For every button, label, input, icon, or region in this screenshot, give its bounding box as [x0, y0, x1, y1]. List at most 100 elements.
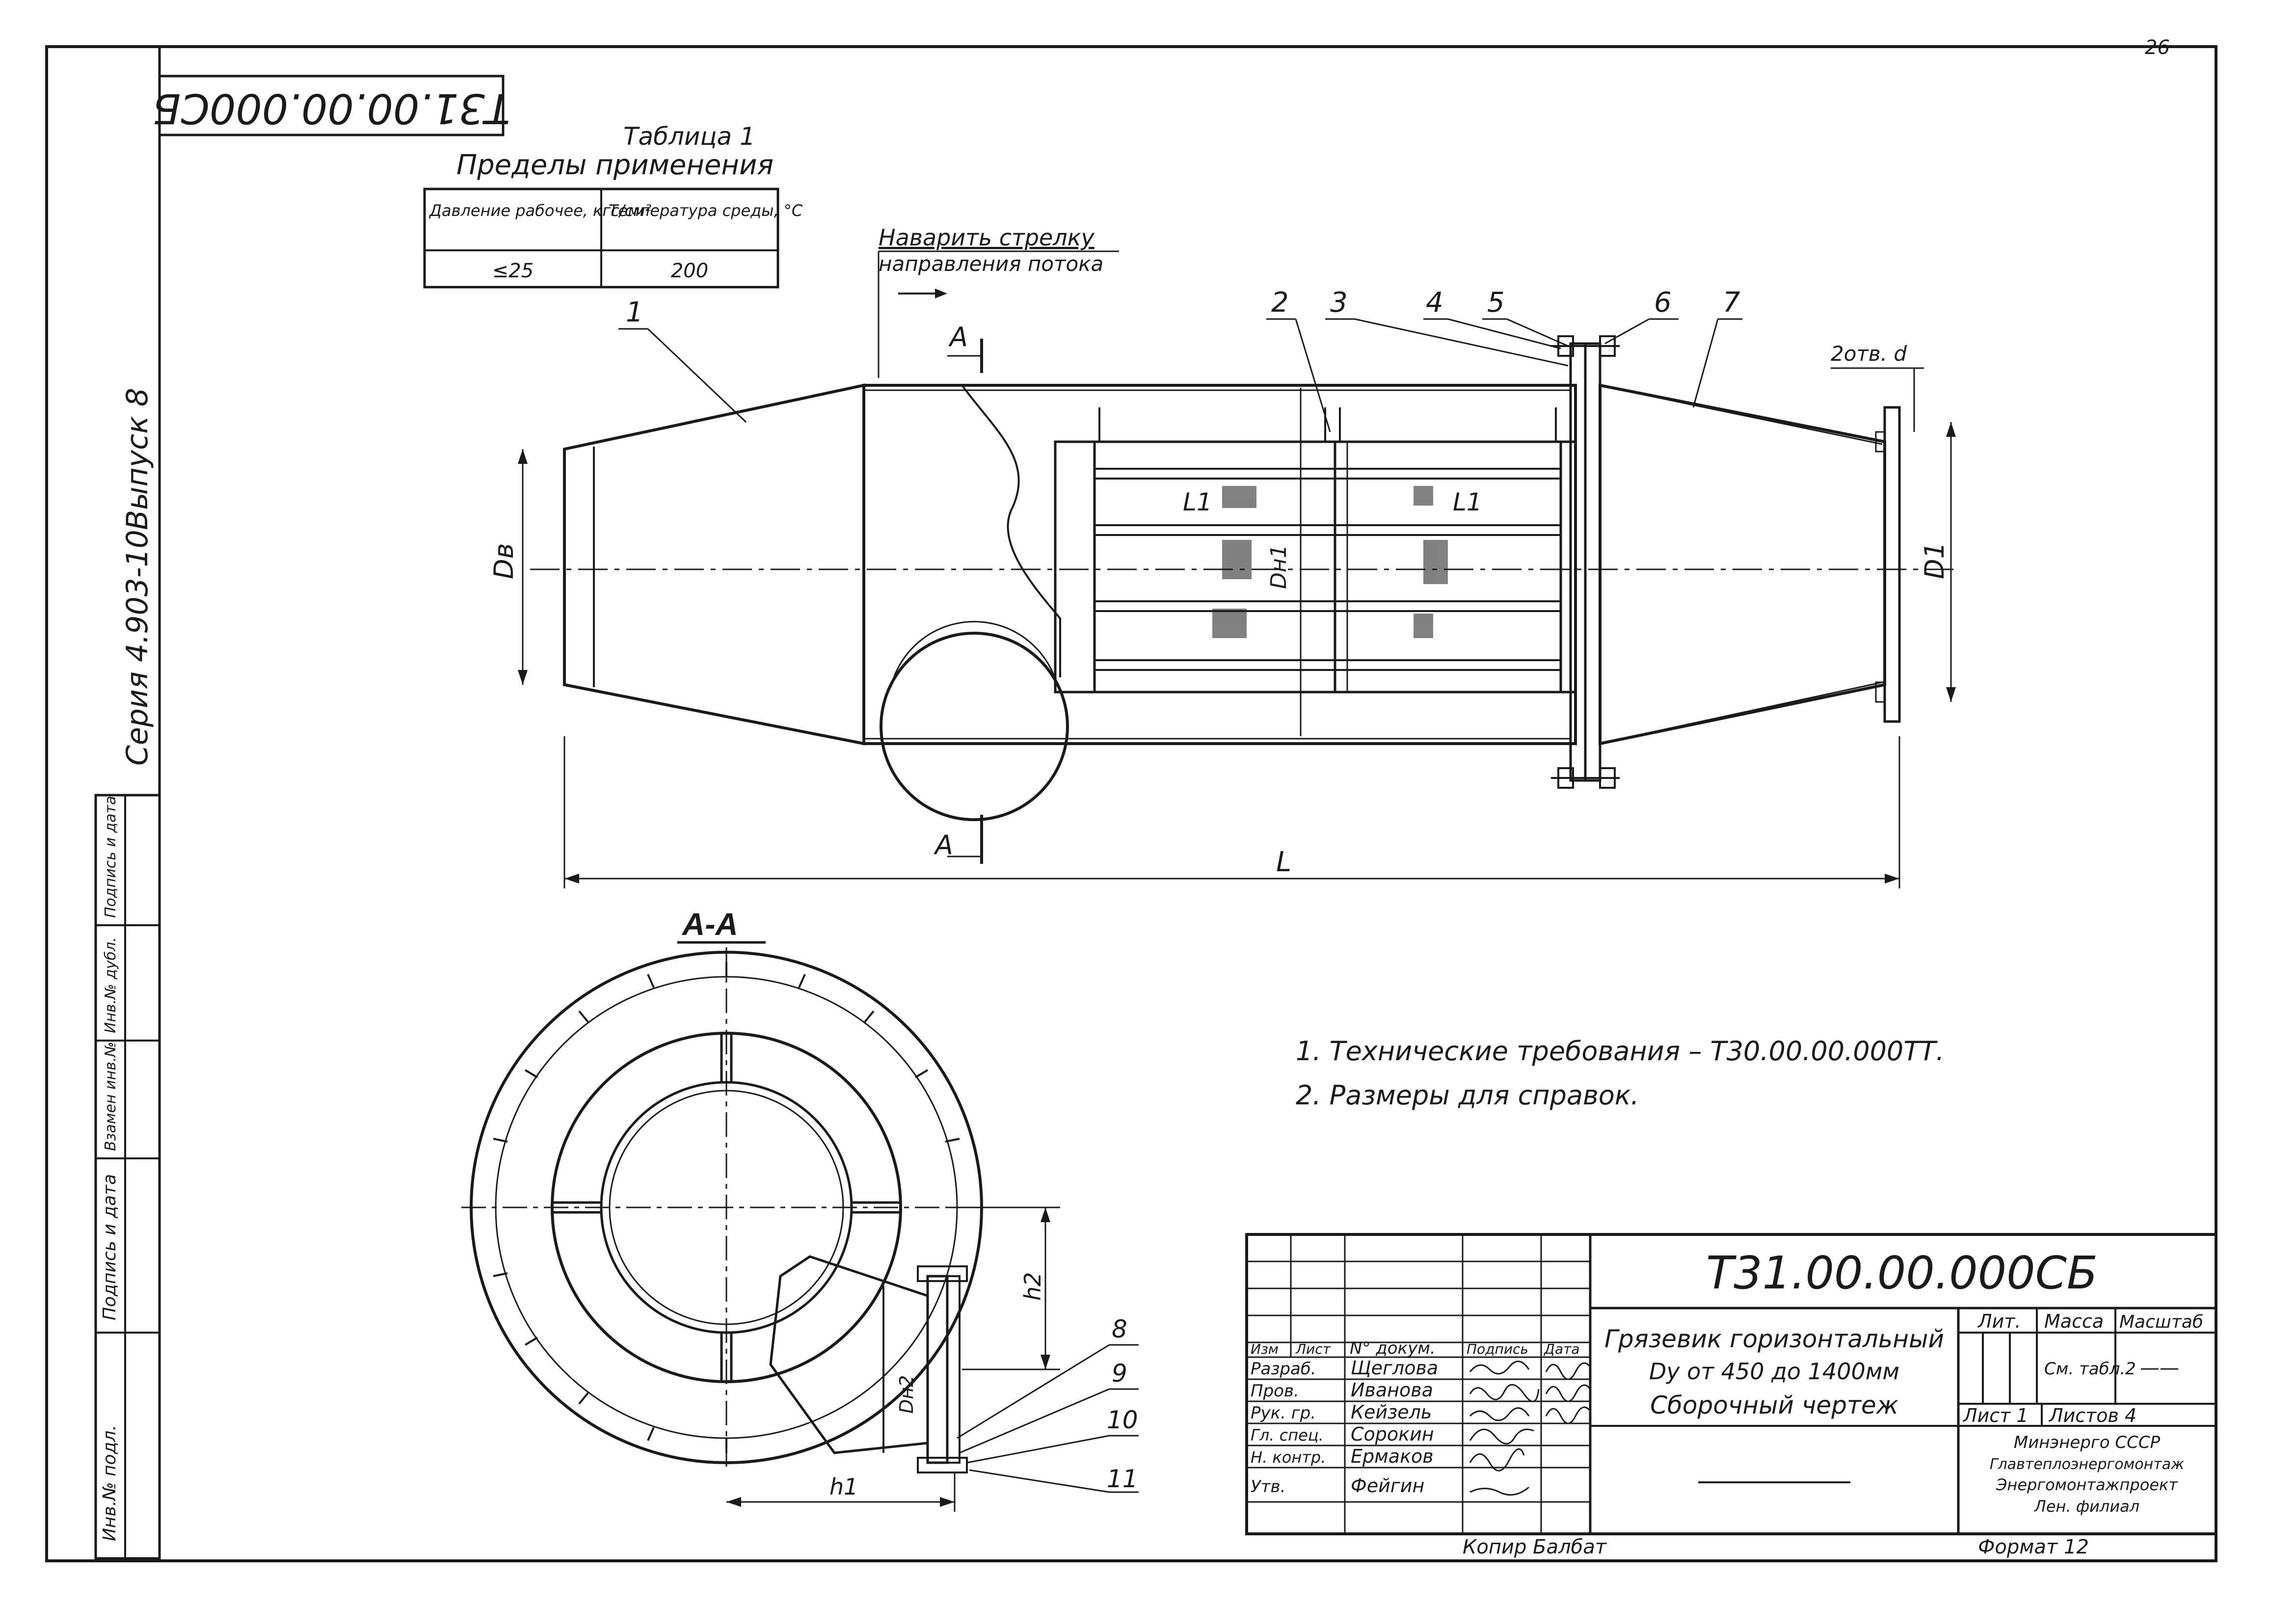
tb-scale-value: ——: [2140, 1357, 2179, 1379]
callout-11: 11: [1107, 1465, 1138, 1493]
sheet-frame: [45, 45, 2217, 1562]
tb-doc-code: Т31.00.00.000СБ: [1706, 1247, 2098, 1299]
section-callout-lines: [957, 1344, 1139, 1493]
flow-note-line1: Наварить стрелку: [879, 224, 1095, 251]
tb-name-5: Ермаков: [1351, 1445, 1434, 1467]
dim-l: L: [1276, 846, 1291, 878]
main-callouts: 1 2 3 4 5 6 7: [618, 287, 1742, 432]
notes: 1. Технические требования – Т30.00.00.00…: [1296, 1036, 1944, 1111]
table1-cell-temp: 200: [671, 260, 708, 282]
tb-sheets: Листов 4: [2048, 1405, 2136, 1426]
dim-l1-right: L1: [1453, 488, 1482, 516]
tb-role-razrab: Разраб.: [1251, 1359, 1316, 1379]
tb-role-glspec: Гл. спец.: [1251, 1426, 1324, 1445]
outlet-flange: [1883, 406, 1901, 723]
tb-role-utv: Утв.: [1251, 1477, 1285, 1497]
dim-h2: h2: [1019, 1272, 1046, 1301]
strip-inv-dubl: Инв.№ дубл.: [102, 937, 119, 1033]
section-mark-top: А: [948, 321, 968, 352]
dim-d1: D1: [1919, 542, 1950, 579]
signatures: [1469, 1361, 1591, 1496]
outlet-cone: [1599, 383, 1886, 746]
callout-2: 2: [1271, 287, 1289, 319]
tb-org-3: Энергомонтажпроект: [1996, 1475, 2178, 1494]
note-2: 2. Размеры для справок.: [1296, 1080, 1639, 1111]
table1-header-pressure: Давление рабочее, кгс/см²: [428, 201, 651, 220]
dim-h1: h1: [829, 1473, 858, 1500]
tb-title-line2: Dy от 450 до 1400мм: [1649, 1358, 1899, 1385]
flow-note-line2: направления потока: [879, 252, 1103, 276]
tb-title-line3: Сборочный чертеж: [1650, 1391, 1898, 1419]
tb-col-sign: Подпись: [1467, 1341, 1528, 1357]
series-label: Серия 4.903-10: [120, 530, 155, 766]
tb-col-doc: N° докум.: [1350, 1338, 1436, 1358]
callout-7: 7: [1723, 287, 1740, 319]
tb-col-list: Лист: [1295, 1341, 1331, 1357]
dim-dn2: Dн2: [896, 1375, 917, 1414]
dim-holes: 2отв. d: [1831, 342, 1907, 366]
callout-3: 3: [1330, 287, 1348, 319]
mesh-patches: [1212, 486, 1448, 638]
dim-dv: Dв: [488, 543, 519, 579]
tb-scale-label: Масштаб: [2119, 1312, 2203, 1332]
callout-5: 5: [1487, 287, 1505, 319]
dim-dn1: Dн1: [1266, 544, 1291, 589]
callout-6: 6: [1654, 287, 1672, 319]
cover-flange: [1584, 342, 1602, 782]
main-view: [530, 335, 1953, 821]
body-flange: [1569, 342, 1587, 782]
tb-name-4: Сорокин: [1351, 1423, 1434, 1445]
strip-sign-date-2: Подпись и дата: [102, 796, 119, 918]
tb-name-3: Кейзель: [1351, 1401, 1432, 1423]
note-1: 1. Технические требования – Т30.00.00.00…: [1296, 1036, 1944, 1067]
section-a-a: А-А: [461, 907, 1139, 1512]
tb-org-2: Главтеплоэнергомонтаж: [1990, 1456, 2184, 1473]
tb-mass-label: Масса: [2044, 1311, 2104, 1332]
strip-sign-date-1: Подпись и дата: [100, 1174, 120, 1320]
callout-4: 4: [1426, 287, 1443, 319]
table1-caption: Таблица 1: [623, 122, 755, 151]
table1-title: Пределы применения: [456, 149, 774, 181]
left-stamp-strip: Инв.№ подл. Подпись и дата Взамен инв.№ …: [94, 794, 161, 1560]
tb-role-prov: Пров.: [1251, 1381, 1299, 1401]
flange-bolts: [1551, 335, 1620, 789]
tb-name-6: Фейгин: [1351, 1475, 1424, 1497]
break-line: [961, 384, 1061, 677]
tb-copy: Копир Балбат: [1463, 1536, 1607, 1558]
title-block: Изм Лист N° докум. Подпись Дата Разраб. …: [1245, 1233, 2217, 1558]
tb-org-4: Лен. филиал: [2034, 1497, 2139, 1516]
strainer-basket: [1054, 440, 1577, 694]
strip-inv-podl: Инв.№ подл.: [100, 1425, 120, 1541]
callout-10: 10: [1107, 1406, 1138, 1434]
tb-title-line1: Грязевик горизонтальный: [1604, 1325, 1944, 1353]
tb-mass-value: См. табл.2: [2044, 1359, 2136, 1379]
page-number: 26: [2145, 36, 2170, 59]
section-title: А-А: [681, 907, 738, 942]
section-mark-bottom: А: [934, 830, 953, 860]
tb-role-ruk: Рук. гр.: [1251, 1403, 1316, 1423]
main-dimensions: Dв D1 Dн1 L1 L1 L 2отв. d: [488, 342, 1956, 888]
issue-label: Выпуск 8: [120, 388, 155, 530]
section-ticks: [493, 962, 960, 1453]
nozzle-flange: [926, 1275, 949, 1464]
callout-9: 9: [1112, 1359, 1127, 1388]
stamp-code-rotated: T31.00.00.000СБ: [153, 84, 510, 133]
tb-sheet: Лист 1: [1962, 1405, 2029, 1426]
tb-lit-label: Лит.: [1977, 1311, 2021, 1332]
strip-vzamen: Взамен инв.№: [102, 1042, 119, 1151]
dim-l1-left: L1: [1183, 488, 1212, 516]
table1-cell-pressure: ≤25: [492, 260, 534, 282]
flow-note: Наварить стрелку направления потока: [878, 224, 1119, 378]
tb-format: Формат 12: [1978, 1536, 2089, 1558]
tb-col-date: Дата: [1543, 1341, 1580, 1357]
section-marks: А А: [934, 321, 983, 864]
table1-header-temp: Температура среды, °С: [609, 201, 803, 220]
stamp-code-box: [158, 75, 505, 136]
drain-branch: [880, 632, 1069, 821]
tb-col-izm: Изм: [1251, 1341, 1279, 1357]
tb-org-1: Минэнерго СССР: [2014, 1433, 2161, 1452]
callout-8: 8: [1112, 1315, 1127, 1343]
tb-name-2: Иванова: [1351, 1379, 1433, 1401]
table-1: Таблица 1 Пределы применения Давление ра…: [423, 122, 803, 289]
